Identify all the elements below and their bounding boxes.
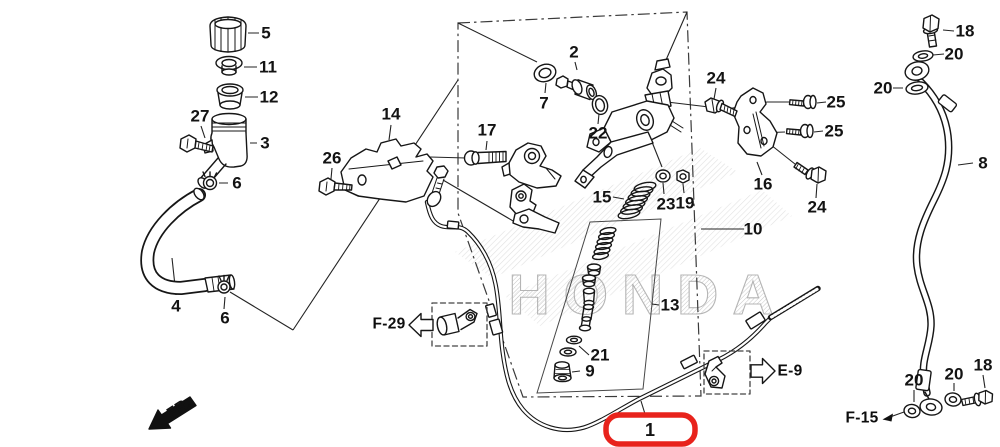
screw-25-bottom xyxy=(785,123,814,139)
part-callout-20[interactable]: 20 xyxy=(904,370,924,390)
reservoir-plate xyxy=(215,55,243,76)
part-callout-16[interactable]: 16 xyxy=(753,174,773,194)
part-callout-24[interactable]: 24 xyxy=(706,68,726,88)
bolt-24-top xyxy=(704,97,738,118)
bolt-17 xyxy=(463,150,507,166)
fr-arrow-icon xyxy=(148,396,197,430)
ref-label-f-29[interactable]: F-29 xyxy=(372,315,406,333)
part-callout-18[interactable]: 18 xyxy=(955,21,975,41)
ref-f29-arrow-icon xyxy=(408,312,434,338)
part-callout-20[interactable]: 20 xyxy=(944,364,964,384)
hose-clamp-lower xyxy=(217,274,231,294)
washer-23 xyxy=(655,169,671,183)
hose-clamp-upper xyxy=(202,171,218,191)
part-callout-10[interactable]: 10 xyxy=(743,219,763,239)
part-callout-22[interactable]: 22 xyxy=(588,123,608,143)
part-callout-6[interactable]: 6 xyxy=(220,308,230,328)
part-callout-12[interactable]: 12 xyxy=(259,87,279,107)
part-callout-7[interactable]: 7 xyxy=(539,93,549,113)
ref-f15-arrow-icon[interactable] xyxy=(882,413,894,422)
ref-label-e-9[interactable]: E-9 xyxy=(777,362,803,380)
part-callout-5[interactable]: 5 xyxy=(261,23,271,43)
reservoir-diaphragm xyxy=(216,83,244,110)
repair-kit-box xyxy=(536,218,662,394)
part-callout-20[interactable]: 20 xyxy=(873,78,893,98)
part-callout-8[interactable]: 8 xyxy=(978,153,988,173)
part-callout-11[interactable]: 11 xyxy=(259,57,277,77)
bracket-16 xyxy=(732,87,778,157)
ref-e9-box xyxy=(703,350,751,395)
cable-end-holders xyxy=(509,183,560,234)
part-callout-19[interactable]: 19 xyxy=(675,193,695,213)
part-callout-15[interactable]: 15 xyxy=(592,187,612,207)
part-callout-4[interactable]: 4 xyxy=(171,296,181,316)
reservoir-cap xyxy=(209,16,247,53)
ref-e9-arrow-icon xyxy=(750,357,776,385)
oil-bolt-2 xyxy=(555,75,598,101)
inset-boundary xyxy=(457,11,702,398)
ref-e9[interactable] xyxy=(703,350,776,395)
repair-kit-parts xyxy=(553,226,617,383)
part-callout-25[interactable]: 25 xyxy=(826,92,846,112)
selected-part-highlight[interactable] xyxy=(603,412,698,447)
cable-holder-lever xyxy=(501,142,562,189)
bolt-24-bottom xyxy=(793,161,827,184)
master-cylinder-assembly xyxy=(574,58,684,189)
clutch-cable xyxy=(424,165,821,433)
part-callout-20[interactable]: 20 xyxy=(944,44,964,64)
washer-7 xyxy=(533,63,557,83)
part-callout-1[interactable]: 1 xyxy=(644,420,656,440)
bracket-14 xyxy=(340,138,434,203)
clamp-part xyxy=(704,355,726,389)
o-ring-22 xyxy=(591,94,609,116)
clutch-hose xyxy=(903,14,994,419)
part-callout-14[interactable]: 14 xyxy=(381,104,401,124)
bolt-27 xyxy=(179,134,214,153)
part-callout-27[interactable]: 27 xyxy=(190,106,210,126)
bolt-26 xyxy=(318,177,353,196)
spring-15 xyxy=(617,181,657,220)
part-callout-17[interactable]: 17 xyxy=(477,120,497,140)
part-callout-25[interactable]: 25 xyxy=(824,121,844,141)
part-callout-2[interactable]: 2 xyxy=(569,42,579,62)
reservoir-hose xyxy=(140,187,236,295)
part-callout-6[interactable]: 6 xyxy=(232,173,242,193)
screw-25-top xyxy=(788,94,817,110)
cable-guide-part xyxy=(436,308,478,336)
ref-f29[interactable] xyxy=(408,302,488,347)
part-callout-21[interactable]: 21 xyxy=(590,345,610,365)
part-callout-26[interactable]: 26 xyxy=(322,148,342,168)
ref-label-f-15[interactable]: F-15 xyxy=(845,409,879,427)
part-callout-3[interactable]: 3 xyxy=(260,133,270,153)
part-callout-13[interactable]: 13 xyxy=(660,295,680,315)
watermark-text: HONDA xyxy=(509,263,788,327)
part-callout-18[interactable]: 18 xyxy=(973,355,993,375)
nut-19 xyxy=(676,169,690,184)
part-callout-23[interactable]: 23 xyxy=(656,194,676,214)
part-callout-24[interactable]: 24 xyxy=(807,197,827,217)
part-callout-9[interactable]: 9 xyxy=(585,361,595,381)
